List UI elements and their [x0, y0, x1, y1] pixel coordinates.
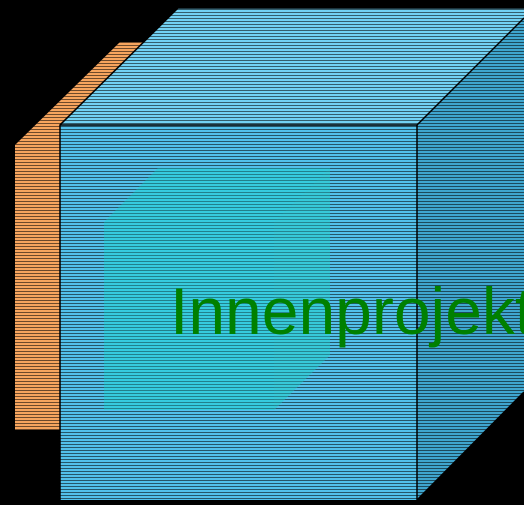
outer-box-diagonal-edge — [416, 17, 524, 126]
outer-box-bottom-diagonal-edge — [416, 391, 524, 501]
outer-box-edges — [59, 7, 524, 500]
back-box-stripes — [15, 42, 178, 430]
diagram-label: Innenprojekt — [170, 274, 524, 348]
inner-box-stripes — [104, 168, 330, 410]
inner-box — [104, 168, 330, 410]
